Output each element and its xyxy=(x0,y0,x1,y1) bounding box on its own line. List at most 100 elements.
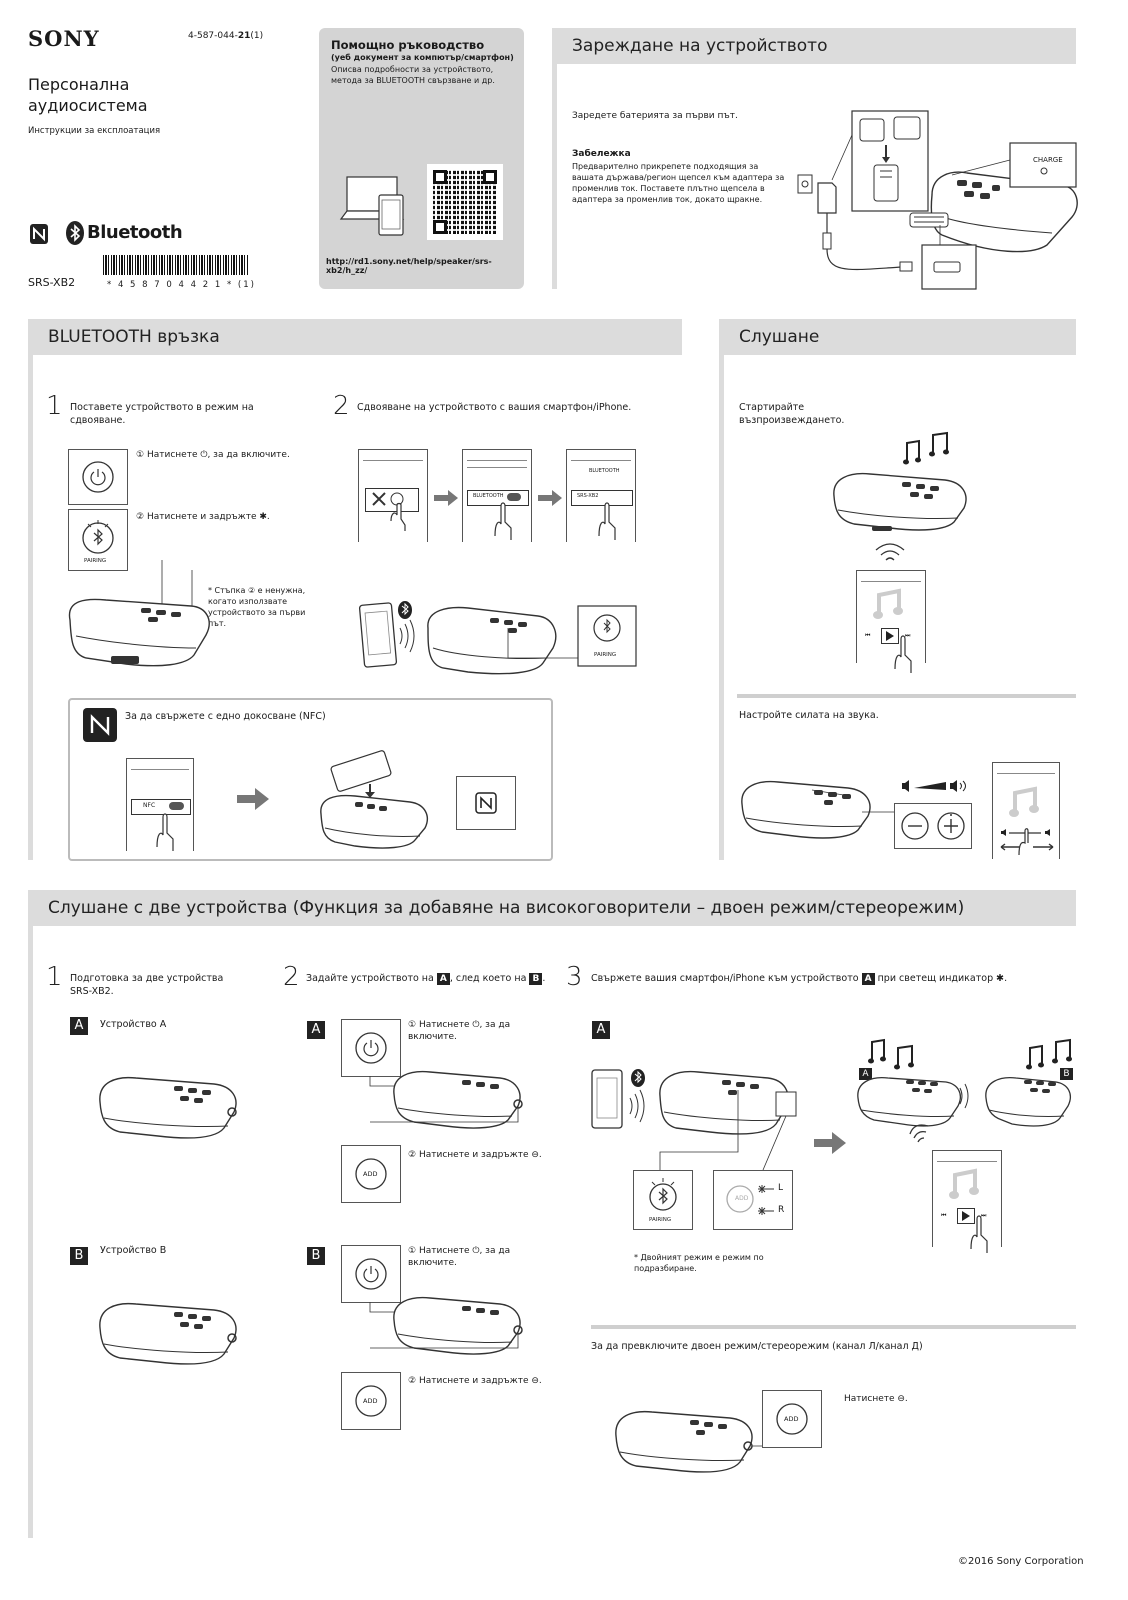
listening-divider xyxy=(737,694,1076,698)
switch-press-text: Натиснете ⊖. xyxy=(844,1394,908,1404)
nfc-mark-inset xyxy=(456,776,516,830)
add-lr-indicator-icon xyxy=(726,1185,774,1215)
arrow-right-icon xyxy=(814,1132,846,1154)
switch-add-inset: ADD xyxy=(762,1390,822,1448)
sony-logo: SONY xyxy=(28,26,100,51)
two-speakers-illustration xyxy=(857,1076,1071,1127)
td-step3-text: Свържете вашия смартфон/iPhone към устро… xyxy=(591,973,1008,985)
phone-player-screen: ⏮ ⏭ xyxy=(856,570,926,673)
td-step2-text: Задайте устройството на A, след което на… xyxy=(306,973,546,985)
step3-lr-inset: ADD L R xyxy=(713,1170,793,1230)
music-note-icon xyxy=(1009,786,1039,817)
nfc-tap-illustration xyxy=(320,750,428,849)
charging-illustration xyxy=(797,110,1078,290)
screen-nfc-label: NFC xyxy=(143,802,156,809)
phone-settings-screen xyxy=(358,449,428,542)
step2-a-power-inset xyxy=(341,1019,401,1077)
bluetooth-header: BLUETOOTH връзка xyxy=(28,319,682,355)
listening-title: Слушане xyxy=(739,327,820,347)
volume-bar-icon xyxy=(902,780,966,792)
listening-start-text: Стартирайте възпроизвеждането. xyxy=(739,402,845,426)
wireless-signal-icon xyxy=(875,543,905,561)
music-note-icon xyxy=(949,1168,979,1199)
bt-step-note: * Стъпка ② е ненужна, когато използвате … xyxy=(208,586,306,628)
wireless-signal-icon xyxy=(909,1124,929,1143)
speaker-illustration xyxy=(833,472,967,531)
bluetooth-logo: Bluetooth xyxy=(66,221,183,245)
arrow-right-icon xyxy=(237,788,269,810)
volume-plus-icon[interactable] xyxy=(937,812,965,840)
step2-b-power-text: ① Натиснете ⏻, за да включите. xyxy=(408,1246,511,1268)
power-icon xyxy=(355,1032,387,1064)
play-button-icon[interactable] xyxy=(957,1208,975,1224)
settings-tools-icon xyxy=(372,492,406,531)
pairing-label-3: PAIRING xyxy=(649,1217,672,1223)
speaker-illustration xyxy=(68,560,210,667)
speaker-a-illustration xyxy=(99,1076,237,1139)
pairing-button-illustration: PAIRING xyxy=(68,509,128,571)
play-button-icon[interactable] xyxy=(881,628,899,644)
nfc-logo-icon xyxy=(30,224,48,244)
left-channel-label: L xyxy=(778,1183,784,1193)
add-button-icon xyxy=(355,1158,387,1190)
charging-note-text: Предварително прикрепете подходящия за в… xyxy=(572,162,785,204)
help-guide-desc: Описва подробности за устройството, мето… xyxy=(331,65,495,85)
bt-step1-text: Поставете устройството в режим на сдвояв… xyxy=(70,402,254,426)
switch-divider xyxy=(591,1325,1076,1329)
volume-buttons-inset xyxy=(894,803,972,849)
step2-a-power-text: ① Натиснете ⏻, за да включите. xyxy=(408,1020,511,1042)
nfc-icon xyxy=(475,792,497,814)
listening-header: Слушане xyxy=(719,319,1076,355)
volume-speaker-illustration xyxy=(741,780,894,839)
step2-b-power-inset xyxy=(341,1245,401,1303)
barcode xyxy=(103,255,249,275)
bt-sub2: ② Натиснете и задръжте ✱. xyxy=(136,512,270,522)
step2-b-badge: B xyxy=(307,1247,325,1265)
step2-a-badge: A xyxy=(307,1021,325,1039)
add-label: ADD xyxy=(363,1170,378,1178)
pairing-label-2: PAIRING xyxy=(594,652,617,658)
td-step3-number: 3 xyxy=(566,962,583,992)
step3-a-badge: A xyxy=(592,1021,610,1039)
two-devices-header: Слушане с две устройства (Функция за доб… xyxy=(28,890,1076,926)
help-guide-url[interactable]: http://rd1.sony.net/help/speaker/srs-xb2… xyxy=(326,257,492,275)
finger-icon xyxy=(598,502,616,540)
step2-b-add-inset: ADD xyxy=(341,1372,401,1430)
bt-step1-number: 1 xyxy=(46,391,63,421)
power-icon xyxy=(355,1258,387,1290)
finger-icon xyxy=(894,635,912,673)
dual-mode-note: * Двойният режим е режим по подразбиране… xyxy=(634,1253,764,1273)
model-name: SRS-XB2 xyxy=(28,276,76,289)
step2-b-add-text: ② Натиснете и задръжте ⊖. xyxy=(408,1376,542,1386)
finger-icon xyxy=(494,502,512,540)
step2-a-speaker xyxy=(369,1070,523,1166)
power-button-illustration xyxy=(68,449,128,505)
bt-sub1: ① Натиснете ⏻, за да включите. xyxy=(136,450,290,460)
screen-bluetooth-header: BLUETOOTH xyxy=(589,468,620,474)
device-b-badge: B xyxy=(70,1247,88,1265)
volume-minus-icon[interactable] xyxy=(901,812,929,840)
pairing-label: PAIRING xyxy=(84,558,107,564)
switch-mode-text: За да превключите двоен режим/стереорежи… xyxy=(591,1341,923,1352)
product-title: Персонална аудиосистема xyxy=(28,75,148,115)
pairing-phone-speaker-illustration xyxy=(358,601,637,675)
phone-volume-screen xyxy=(992,762,1060,859)
charging-text: Заредете батерията за първи път. xyxy=(572,111,738,121)
arrow-right-icon xyxy=(434,490,458,506)
td-step2-number: 2 xyxy=(283,962,300,992)
arrow-right-icon xyxy=(538,490,562,506)
screen-bluetooth-label: BLUETOOTH xyxy=(473,493,504,499)
bluetooth-title: BLUETOOTH връзка xyxy=(48,327,220,347)
nfc-text: За да свържете с едно докосване (NFC) xyxy=(125,711,326,722)
td-step1-number: 1 xyxy=(46,962,63,992)
add-button-icon xyxy=(355,1385,387,1417)
volume-slider-icon[interactable] xyxy=(999,827,1055,857)
right-channel-label: R xyxy=(778,1205,785,1215)
charging-title: Зареждане на устройството xyxy=(572,36,828,56)
td-step1-text: Подготовка за две устройства SRS-XB2. xyxy=(70,973,224,997)
step3-pairing-inset: PAIRING xyxy=(633,1170,693,1230)
charge-label: CHARGE xyxy=(1033,156,1063,164)
music-notes-icon xyxy=(1026,1038,1072,1070)
power-icon xyxy=(82,461,114,493)
copyright: ©2016 Sony Corporation xyxy=(958,1556,1084,1567)
